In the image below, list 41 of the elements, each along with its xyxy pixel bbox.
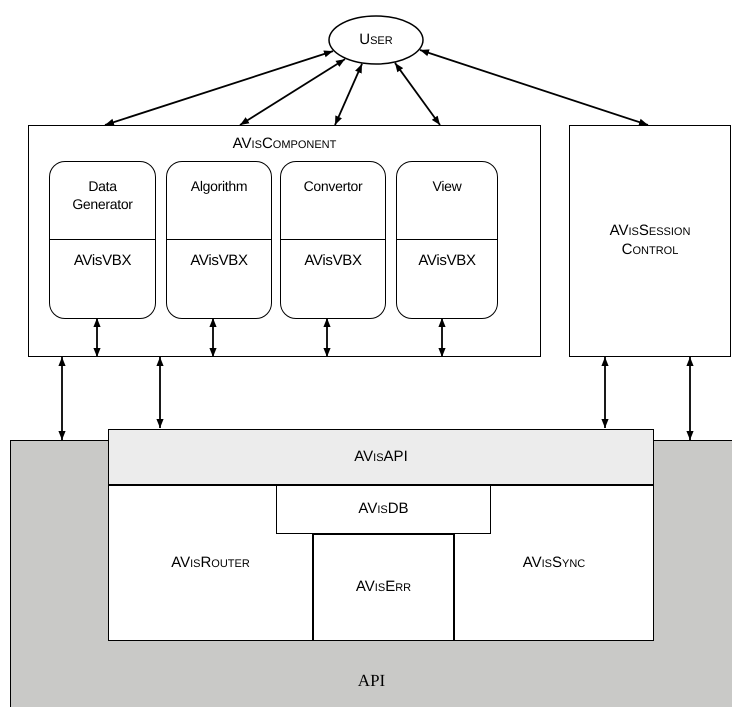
component-box [569, 125, 731, 357]
node-label: User [359, 30, 393, 50]
double-arrow [323, 318, 331, 357]
card-title: Data Generator [71, 178, 134, 213]
container-label: AVisComponent [232, 136, 338, 151]
double-arrow [104, 50, 334, 126]
card-subtitle: AVisVBX [304, 251, 362, 271]
double-arrow [394, 62, 441, 126]
api-layer [108, 429, 654, 485]
double-arrow [686, 357, 694, 440]
double-arrow [420, 49, 648, 126]
card-subtitle: AVisVBX [190, 251, 248, 271]
module-box [108, 485, 313, 641]
double-arrow [240, 58, 346, 126]
double-arrow [334, 64, 363, 126]
double-arrow [438, 318, 446, 357]
node-label: AVisSync [522, 554, 586, 572]
component-card [49, 161, 156, 319]
component-card [280, 161, 386, 319]
module-box [454, 485, 654, 641]
module-box [276, 485, 491, 534]
card-title: Convertor [304, 178, 362, 196]
card-subtitle: AVisVBX [418, 251, 476, 271]
card-title: Algorithm [190, 178, 248, 196]
double-arrow [58, 357, 66, 440]
component-box [28, 125, 541, 357]
band-label: API [356, 670, 386, 692]
node-label: AVisRouter [171, 554, 250, 572]
double-arrow [601, 357, 609, 428]
component-card [166, 161, 272, 319]
component-card [396, 161, 498, 319]
double-arrow [93, 318, 101, 357]
node-label: AVisSession Control [608, 222, 692, 260]
node-label: AVisAPI [354, 448, 408, 466]
node-label: AVisErr [356, 578, 412, 597]
double-arrow [156, 357, 164, 428]
module-box [313, 534, 454, 641]
double-arrow [209, 318, 217, 357]
node-label: AVisDB [358, 500, 409, 519]
card-subtitle: AVisVBX [74, 251, 132, 271]
card-title: View [432, 178, 462, 196]
